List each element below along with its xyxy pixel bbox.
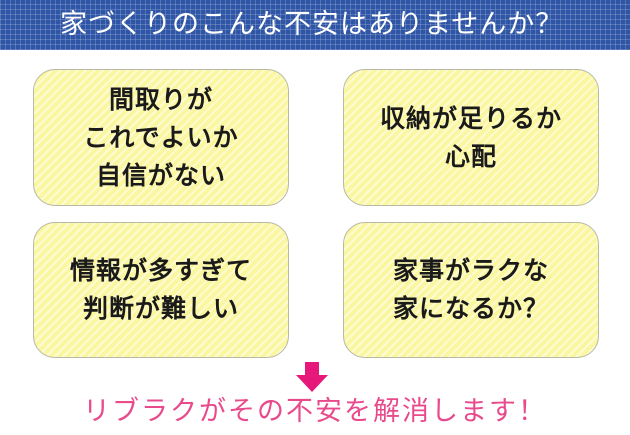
concern-card-text: 情報が多すぎて 判断が難しい <box>70 252 252 328</box>
header-bar: 家づくりのこんな不安はありませんか？ <box>0 0 630 50</box>
solution-message: リブラクがその不安を解消します！ <box>83 396 547 427</box>
concern-card-line: 情報が多すぎて <box>69 256 252 285</box>
concern-card-line: 自信がない <box>95 160 226 190</box>
concern-card-line: 判断が難しい <box>82 294 239 323</box>
concern-card-line: 家事がラクな <box>392 256 549 285</box>
concern-card-text: 家事がラクな 家になるか？ <box>393 252 549 328</box>
concern-card-line: これでよいか <box>83 122 239 152</box>
concern-card-line: 収納が足りるか <box>379 103 562 133</box>
concern-card-line: 家になるか？ <box>392 294 549 323</box>
concern-card-information: 情報が多すぎて 判断が難しい <box>33 222 289 358</box>
concern-card-line: 間取りが <box>108 84 213 114</box>
concern-card-floor-plan: 間取りが これでよいか 自信がない <box>33 69 289 206</box>
concern-card-line: 心配 <box>444 141 497 171</box>
concern-card-storage: 収納が足りるか 心配 <box>343 69 599 206</box>
page-title: 家づくりのこんな不安はありませんか？ <box>60 9 564 40</box>
down-arrow-icon <box>296 362 328 392</box>
concern-card-housework: 家事がラクな 家になるか？ <box>343 222 599 358</box>
concern-card-text: 間取りが これでよいか 自信がない <box>83 81 238 195</box>
concern-card-text: 収納が足りるか 心配 <box>380 100 562 176</box>
